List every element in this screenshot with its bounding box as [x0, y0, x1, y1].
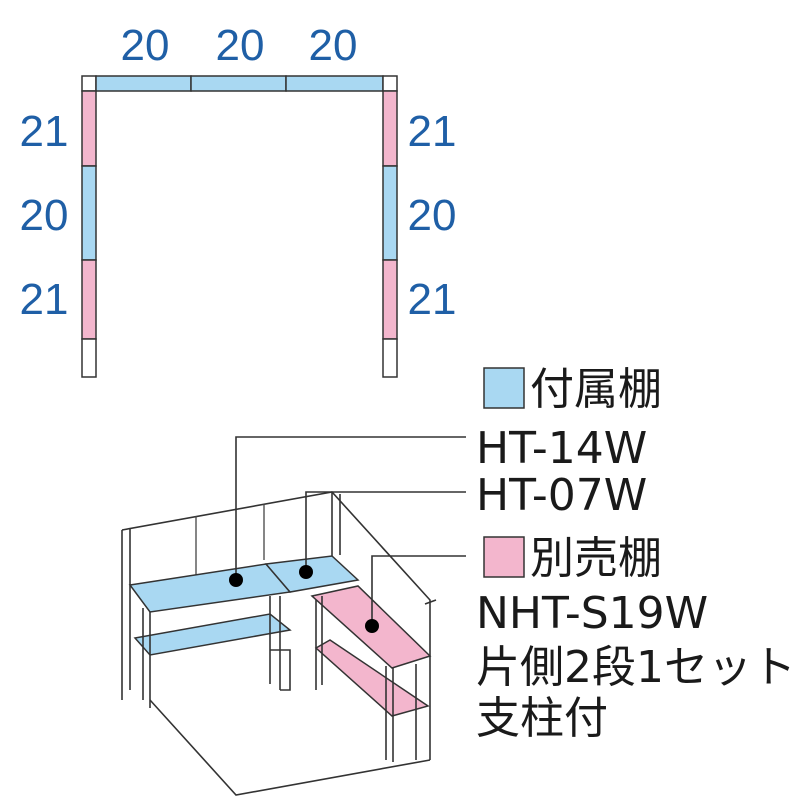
ht14w-top-shelf: [128, 563, 292, 613]
dim-right-3: 21: [408, 275, 457, 324]
plan-left-shelf-3: [81, 259, 97, 340]
included-shelves: [128, 555, 360, 708]
dim-left-3: 21: [20, 275, 69, 324]
legend-item-ht14w: HT-14W: [476, 423, 647, 474]
leader-lines: [229, 436, 466, 633]
plan-top-shelf-2: [190, 75, 287, 92]
legend-optional-title: 別売棚: [530, 533, 662, 584]
plan-left-shelf-2: [81, 165, 97, 261]
dim-top-3: 20: [309, 21, 358, 70]
ht14w-lower-shelf: [133, 613, 292, 656]
plan-left-shelf-1: [81, 90, 97, 167]
plan-top-shelf-3: [285, 75, 384, 92]
legend-included-swatch: [483, 367, 525, 409]
dim-top-1: 20: [121, 21, 170, 70]
dim-left-1: 21: [20, 107, 69, 156]
legend-optional-swatch: [483, 536, 525, 578]
dim-right-1: 21: [408, 107, 457, 156]
plan-top-shelf-1: [95, 75, 192, 92]
optional-shelves: [310, 585, 432, 762]
nhts19w-lower-shelf: [314, 639, 430, 717]
plan-right-shelf-2: [382, 165, 398, 261]
legend: 付属棚 HT-14W HT-07W 別売棚 NHT-S19W 片側2段1セット …: [476, 364, 796, 744]
isometric-view: [121, 436, 466, 796]
legend-optional-model: NHT-S19W: [476, 588, 708, 639]
legend-item-ht07w: HT-07W: [476, 470, 647, 521]
plan-right-shelf-1: [382, 90, 398, 167]
dim-right-2: 20: [408, 191, 457, 240]
leader-dot-ht14w: [229, 573, 243, 587]
leader-dot-ht07w: [299, 565, 313, 579]
plan-top-corner-right: [382, 75, 398, 92]
plan-right-shelf-3: [382, 259, 398, 340]
plan-left-end: [81, 338, 97, 378]
room-walls: [121, 491, 437, 796]
legend-included-title: 付属棚: [530, 364, 662, 415]
legend-optional-note: 支柱付: [476, 693, 608, 744]
plan-top-corner-left: [81, 75, 97, 92]
legend-optional-desc: 片側2段1セット: [476, 642, 796, 693]
plan-view: 20 20 20 21 20 21 21 20 21: [20, 21, 457, 378]
plan-right-end: [382, 338, 398, 378]
dim-top-2: 20: [216, 21, 265, 70]
leader-dot-nhts19w: [365, 619, 379, 633]
dim-left-2: 20: [20, 191, 69, 240]
